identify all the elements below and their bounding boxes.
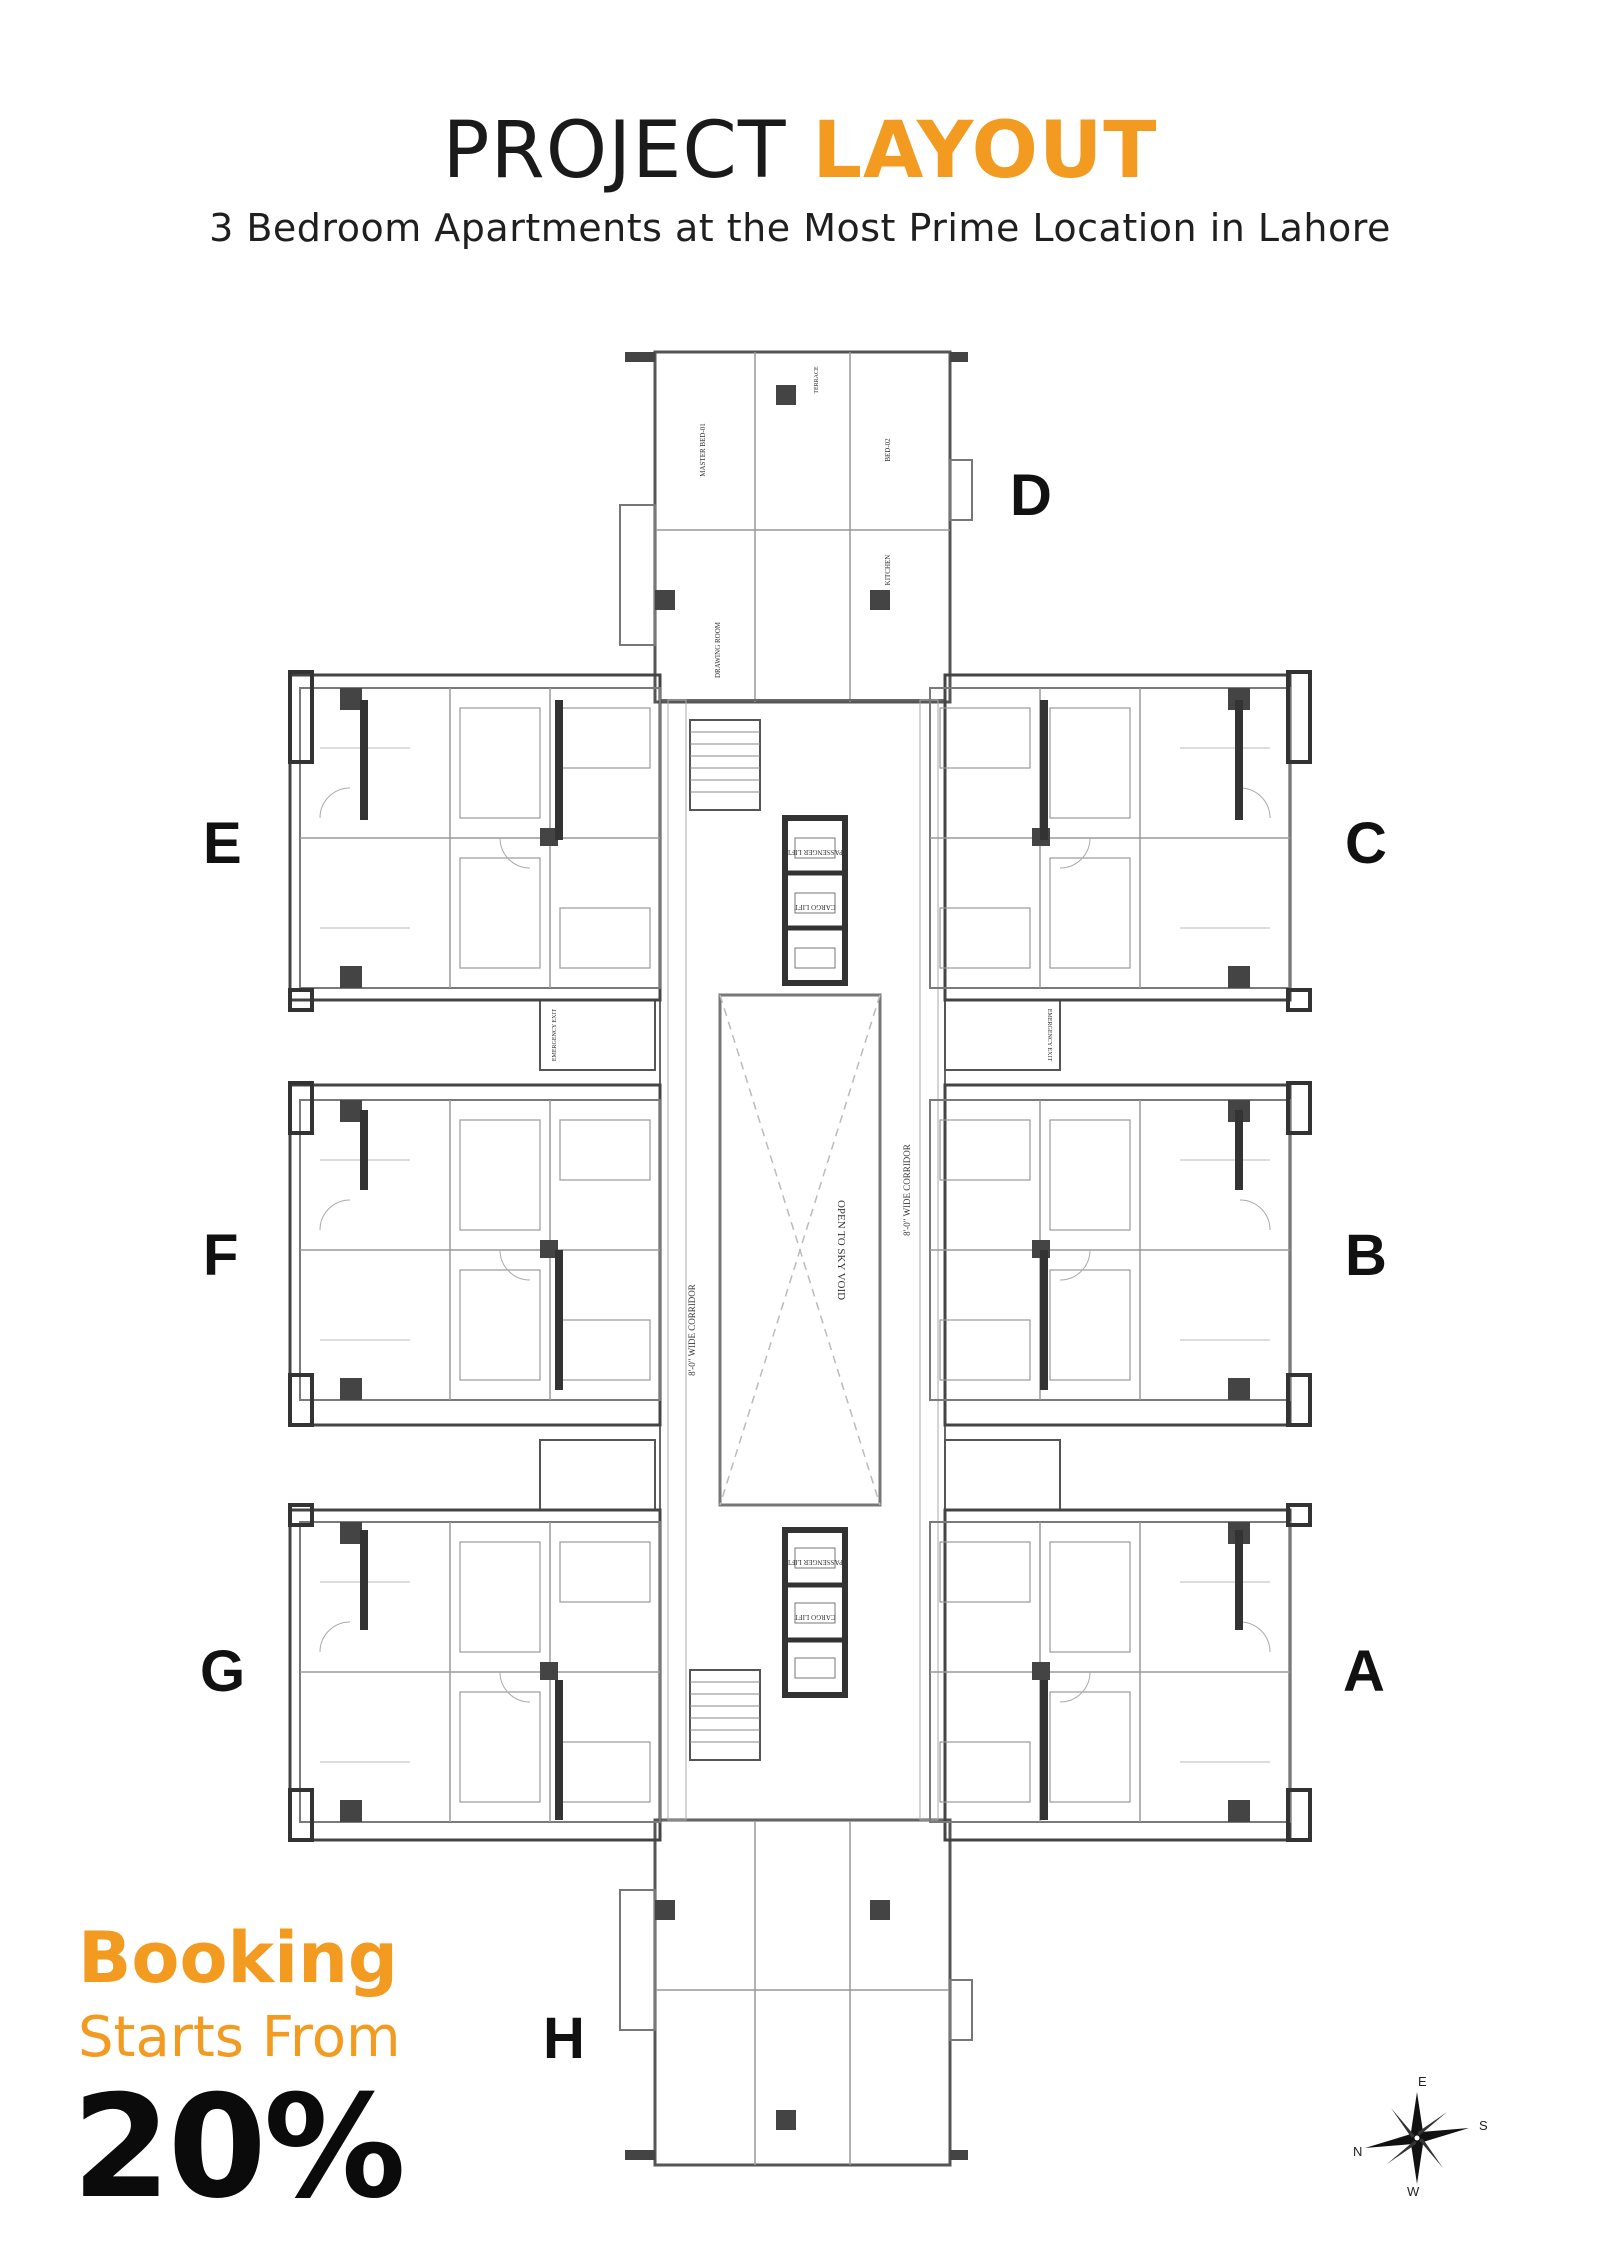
title-part-project: PROJECT [442,106,813,196]
wing-c-unit [929,670,1312,1012]
emergency-exit-label-right: EMERGENCY EXIT [1046,1009,1052,1062]
wing-label-g: G [200,1639,246,1704]
wing-b-unit [929,1081,1312,1427]
drawing-room-label-d: DRAWING ROOM [714,621,722,678]
booking-heading: Booking [78,1917,399,1999]
page-subtitle: 3 Bedroom Apartments at the Most Prime L… [209,206,1391,250]
bed-label-d: BED-02 [884,438,892,462]
corridor-label-left: 8'-0" WIDE CORRIDOR [687,1284,697,1376]
master-bed-label-d: MASTER BED-01 [699,423,707,477]
cargo-lift-label-top: CARGO LIFT [794,903,836,911]
lift-label-top: PASSENGER LIFT [786,848,843,856]
wing-label-h: H [543,2006,585,2071]
wing-label-e: E [203,811,242,876]
lift-label-bottom: PASSENGER LIFT [786,1558,843,1566]
booking-subheading: Starts From [78,2005,401,2070]
compass-w: W [1407,2184,1420,2199]
wing-label-c: C [1345,811,1387,876]
wing-label-d: D [1010,463,1052,528]
compass-e: E [1418,2074,1427,2089]
wing-e-unit [288,670,662,1012]
wing-label-b: B [1345,1223,1387,1288]
corridor-label-right: 8'-0" WIDE CORRIDOR [902,1144,912,1236]
title-part-layout: LAYOUT [812,106,1158,196]
compass-n: N [1353,2144,1362,2159]
booking-percentage: 20% [72,2065,406,2230]
wing-g-unit [288,1503,662,1842]
cargo-lift-label-bottom: CARGO LIFT [794,1613,836,1621]
wing-d-outline [619,350,973,704]
emergency-exit-label-left: EMERGENCY EXIT [552,1009,558,1062]
wing-a-unit [929,1503,1312,1842]
central-core [539,699,1061,1821]
wing-label-a: A [1343,1639,1385,1704]
floor-plan: OPEN TO SKY VOID 8'-0" WIDE CORRIDOR 8'-… [288,350,1312,2167]
kitchen-label-d: KITCHEN [884,555,892,586]
terrace-label-d: TERRACE [814,366,820,394]
page-title: PROJECT LAYOUT [0,100,1600,201]
compass-s: S [1479,2118,1488,2133]
void-label: OPEN TO SKY VOID [835,1200,847,1300]
wing-h-outline [619,1818,973,2167]
compass-rose-icon: N E S W [1353,2074,1488,2199]
wing-f-unit [288,1081,662,1427]
wing-label-f: F [203,1223,239,1288]
